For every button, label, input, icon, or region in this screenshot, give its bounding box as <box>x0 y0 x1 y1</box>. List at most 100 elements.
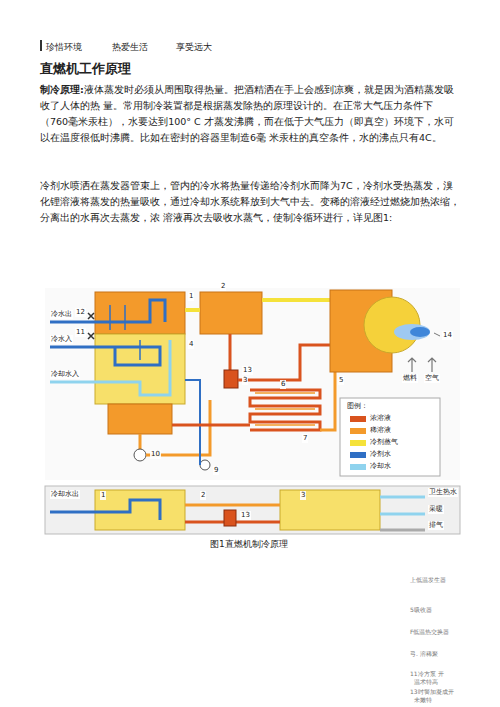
input-label: 空气 <box>424 374 440 383</box>
body-paragraph: 冷剂水喷洒在蒸发器管束上，管内的冷水将热量传递给冷剂水而降为7C，冷剂水受热蒸发… <box>40 178 460 226</box>
body-paragraph: 液体蒸发时必须从周围取得热量。把酒精洒在手上会感到凉爽，就是因为酒精蒸发吸收了人… <box>40 84 454 143</box>
callout-number: 5 <box>338 376 344 385</box>
callout-number: 11 <box>76 328 85 336</box>
input-label: 燃料 <box>402 374 418 383</box>
side-note: 温术特高 <box>414 678 438 685</box>
pipe-label: 冷水入 <box>50 335 73 344</box>
heating-diagram <box>45 486 460 534</box>
callout-number: 2 <box>201 491 205 499</box>
legend-row: 浓溶液 <box>350 414 391 423</box>
side-note: 上低温发生器 <box>410 576 446 583</box>
pipe-label: 采暖 <box>428 505 444 514</box>
legend-swatch <box>350 428 366 434</box>
pipe-label: 排气 <box>428 521 444 530</box>
callout-number: 4 <box>188 340 194 349</box>
pipe-label: 卫生热水 <box>429 488 457 496</box>
callout-number: 9 <box>214 466 218 474</box>
page-title: 直燃机工作原理 <box>40 60 131 78</box>
callout-number: 14 <box>443 331 452 339</box>
callout-number: 6 <box>280 380 286 389</box>
pipe-label: 冷水出 <box>50 310 73 319</box>
callout-number: 5 <box>339 376 343 384</box>
callout-number: 1 <box>189 292 193 300</box>
callout-number: 1 <box>188 292 194 301</box>
header-slogan: 热爱生活 <box>112 42 148 52</box>
legend-row: 稀溶液 <box>350 426 391 435</box>
figure-caption: 图1直燃机制冷原理 <box>210 538 288 551</box>
side-note: 13吋警加凝成开 <box>410 688 454 695</box>
header-slogan: 享受远大 <box>176 42 212 52</box>
pipe-label: 冷水出 <box>51 310 72 318</box>
callout-number: 3 <box>300 491 306 500</box>
pipe-label: 采暖 <box>429 505 443 513</box>
callout-number: 10 <box>151 450 160 458</box>
callout-number: 13 <box>240 511 251 520</box>
callout-number: 9 <box>213 466 219 475</box>
callout-number: 1 <box>100 491 106 500</box>
callout-number: 10 <box>150 450 161 459</box>
pipe-label: 卫生热水 <box>428 488 458 497</box>
pipe-label: 冷却水入 <box>50 370 80 379</box>
callout-number: 13 <box>242 366 253 375</box>
side-note: 弓. 溶稀聚 <box>410 650 438 657</box>
callout-number: 2 <box>200 491 206 500</box>
callout-number: 2 <box>221 282 225 290</box>
legend-swatch <box>350 416 366 422</box>
header-slogan: 热爱生活 <box>112 41 148 54</box>
header-bar <box>40 40 42 51</box>
callout-number: 7 <box>303 434 307 442</box>
pipe-label: 冷却水出 <box>50 490 80 499</box>
legend-text: 冷却水 <box>370 462 391 471</box>
side-note: 11冷方泵 开 <box>410 670 444 677</box>
callout-number: 4 <box>189 340 193 348</box>
callout-number: 13 <box>241 511 250 519</box>
side-note: F低温热交换器 <box>410 628 449 635</box>
callout-number: 1 <box>101 491 105 499</box>
legend-row: 冷剂蒸气 <box>350 438 398 447</box>
callout-number: 6 <box>281 380 285 388</box>
body-paragraph: 冷剂水喷洒在蒸发器管束上，管内的冷水将热量传递给冷剂水而降为7C，冷剂水受热蒸发… <box>40 180 460 223</box>
legend-text: 冷剂水 <box>370 450 391 459</box>
input-label: 空气 <box>425 374 439 382</box>
callout-number: 14 <box>442 331 453 340</box>
callout-number: 3 <box>301 491 305 499</box>
pipe-label: 冷水入 <box>51 335 72 343</box>
side-note: 5吸收器 <box>410 606 432 613</box>
pipe-label: 排气 <box>429 521 443 529</box>
side-note: 上低温发生器 <box>410 576 446 583</box>
callout-number: 3 <box>243 376 247 384</box>
side-note: F低温热交换器 <box>410 628 449 635</box>
callout-number: 3 <box>242 376 248 385</box>
callout-number: 12 <box>76 308 85 316</box>
side-note: 11冷方泵 开 <box>410 670 444 677</box>
legend-swatch <box>350 464 366 470</box>
body-paragraph: 制冷原理:液体蒸发时必须从周围取得热量。把酒精洒在手上会感到凉爽，就是因为酒精蒸… <box>40 82 460 146</box>
legend-swatch <box>350 452 366 458</box>
pipe-label: 冷却水入 <box>51 370 79 378</box>
legend-title: 图例： <box>346 402 369 411</box>
refrigeration-diagram <box>45 288 460 480</box>
side-note: 5吸收器 <box>410 606 432 613</box>
callout-number: 7 <box>302 434 308 443</box>
legend-swatch <box>350 440 366 446</box>
side-note: 未嫩特 <box>414 696 432 703</box>
legend-text: 冷剂蒸气 <box>370 438 398 447</box>
side-note: 未嫩特 <box>414 696 432 703</box>
legend-title: 图例： <box>347 402 368 410</box>
header-slogan: 珍惜环境 <box>46 42 82 52</box>
legend-text: 浓溶液 <box>370 414 391 423</box>
legend-row: 冷却水 <box>350 462 391 471</box>
side-note: 弓. 溶稀聚 <box>410 650 438 657</box>
callout-number: 2 <box>220 282 226 291</box>
header-slogan: 享受远大 <box>176 41 212 54</box>
callout-number: 12 <box>75 308 86 317</box>
legend-row: 冷剂水 <box>350 450 391 459</box>
pipe-label: 冷却水出 <box>51 490 79 498</box>
callout-number: 11 <box>75 328 86 337</box>
side-note: 13吋警加凝成开 <box>410 688 454 695</box>
callout-number: 13 <box>243 366 252 374</box>
legend-text: 稀溶液 <box>370 426 391 435</box>
paragraph-heading: 制冷原理: <box>40 84 84 95</box>
input-label: 燃料 <box>403 374 417 382</box>
